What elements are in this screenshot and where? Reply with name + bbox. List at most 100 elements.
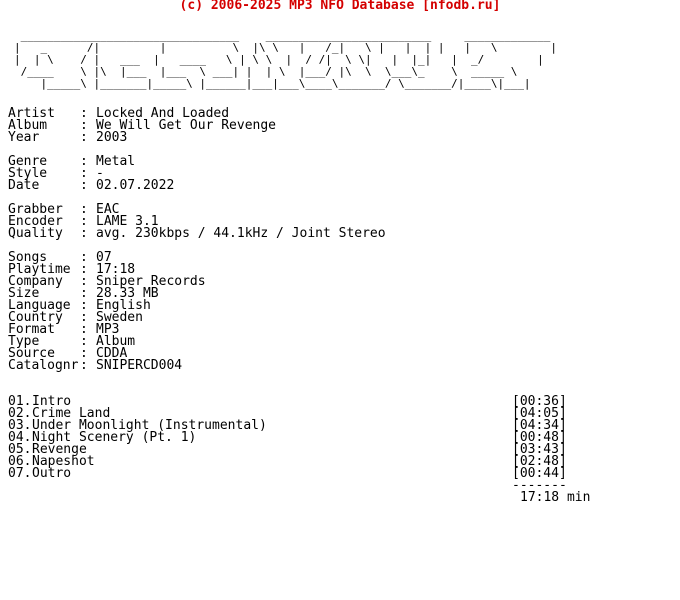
info-row-artist: Artist:Locked And Loaded — [8, 106, 668, 121]
track-number: 06. — [8, 454, 32, 469]
track-duration: [00:48] — [512, 430, 567, 445]
track-row: 05.Revenge[03:43] — [8, 442, 608, 457]
total-playtime: 17:18 min — [520, 490, 591, 505]
info-row-quality: Quality: avg. 230kbps / 44.1kHz / Joint S… — [8, 226, 668, 241]
info-key: Grabber — [8, 202, 63, 217]
track-duration: [04:05] — [512, 406, 567, 421]
info-value: We Will Get Our Revenge — [96, 118, 277, 133]
track-number: 03. — [8, 418, 32, 433]
info-key: Style — [8, 166, 48, 181]
info-value: MP3 — [96, 322, 120, 337]
info-value: Metal — [96, 154, 136, 169]
track-row: 07.Outro [00:44] — [8, 466, 608, 481]
info-separator: : — [80, 214, 88, 229]
info-key: Source — [8, 346, 55, 361]
track-number: 01. — [8, 394, 32, 409]
track-number: 02. — [8, 406, 32, 421]
info-row-grabber: Grabber: EAC — [8, 202, 668, 217]
info-row-source: Source: CDDA — [8, 346, 668, 361]
logo-line: /____ \ |\ |___ |___ \ ___| | | \ |___/ … — [14, 65, 518, 78]
track-title: Crime Land — [32, 406, 111, 421]
info-key: Language — [8, 298, 71, 313]
track-title: Intro — [32, 394, 72, 409]
info-separator: : — [80, 262, 88, 277]
track-row: 03.Under Moonlight (Instrumental) [04:34] — [8, 418, 608, 433]
info-row-genre: Genre: Metal — [8, 154, 668, 169]
info-separator: : — [80, 274, 88, 289]
info-row-playtime: Playtime:17:18 — [8, 262, 668, 277]
release-info: Artist:Locked And Loaded Album:We Will G… — [8, 106, 668, 373]
track-number: 05. — [8, 442, 32, 457]
info-value: LAME 3.1 — [96, 214, 159, 229]
info-key: Year — [8, 130, 40, 145]
ascii-logo: _________________________________ ______… — [14, 30, 557, 90]
track-number: 04. — [8, 430, 32, 445]
info-row-country: Country:Sweden — [8, 310, 668, 325]
info-separator: : — [80, 310, 88, 325]
info-row-language: Language: English — [8, 298, 668, 313]
info-row-album: Album:We Will Get Our Revenge — [8, 118, 668, 133]
copyright-header: (c) 2006-2025 MP3 NFO Database [nfodb.ru… — [179, 0, 501, 13]
info-row-style: Style:- — [8, 166, 668, 181]
track-title: Night Scenery (Pt. 1) — [32, 430, 197, 445]
track-duration: [00:44] — [512, 466, 567, 481]
info-key: Format — [8, 322, 55, 337]
info-key: Playtime — [8, 262, 71, 277]
info-row-encoder: Encoder:LAME 3.1 — [8, 214, 668, 229]
info-row-year: Year:2003 — [8, 130, 668, 145]
info-separator: : — [80, 298, 88, 313]
info-separator: : — [80, 346, 88, 361]
info-row-catalognr: Catalognr: SNIPERCD004 — [8, 358, 668, 373]
info-key: Catalognr — [8, 358, 79, 373]
info-row-company: Company: Sniper Records — [8, 274, 668, 289]
track-row: 04.Night Scenery (Pt. 1) [00:48] — [8, 430, 608, 445]
info-key: Songs — [8, 250, 48, 265]
track-row: 02.Crime Land [04:05] — [8, 406, 608, 421]
logo-line: |_____\ |_______|_____\ |______|___|___\… — [14, 77, 531, 90]
track-duration: [04:34] — [512, 418, 567, 433]
info-row-date: Date:02.07.2022 — [8, 178, 668, 193]
info-key: Size — [8, 286, 40, 301]
info-key: Date — [8, 178, 40, 193]
info-value: 02.07.2022 — [96, 178, 175, 193]
info-separator: : — [80, 226, 88, 241]
info-separator: : — [80, 334, 88, 349]
info-key: Type — [8, 334, 40, 349]
info-value: 07 — [96, 250, 112, 265]
info-key: Company — [8, 274, 63, 289]
logo-line: | | \ / | ___ | ____ \ | \ \ | / /| \ \|… — [14, 53, 544, 66]
info-separator: : — [80, 286, 88, 301]
info-key: Country — [8, 310, 63, 325]
info-value: avg. 230kbps / 44.1kHz / Joint Stereo — [96, 226, 386, 241]
info-separator: : — [80, 130, 88, 145]
info-separator: : — [80, 154, 88, 169]
track-title: Napeshot — [32, 454, 95, 469]
info-separator: : — [80, 106, 88, 121]
info-separator: : — [80, 250, 88, 265]
info-key: Genre — [8, 154, 48, 169]
track-title: Outro — [32, 466, 72, 481]
track-row: 06.Napeshot[02:48] — [8, 454, 608, 469]
info-key: Quality — [8, 226, 63, 241]
logo-line: _________________________________ ______… — [14, 29, 551, 42]
info-separator: : — [80, 202, 88, 217]
info-value: CDDA — [96, 346, 128, 361]
info-separator: : — [80, 322, 88, 337]
total-rule: ------- — [512, 478, 567, 493]
info-row-size: Size:28.33 MB — [8, 286, 668, 301]
info-key: Album — [8, 118, 48, 133]
track-number: 07. — [8, 466, 32, 481]
info-value: Sniper Records — [96, 274, 206, 289]
info-value: 17:18 — [96, 262, 136, 277]
info-separator: : — [80, 358, 88, 373]
track-row: 01.Intro[00:36] — [8, 394, 608, 409]
logo-line: | _ /| | \ |\ \ | /_| \ | | | | | \ | — [14, 41, 558, 54]
info-value: 2003 — [96, 130, 128, 145]
info-value: EAC — [96, 202, 120, 217]
info-value: SNIPERCD004 — [96, 358, 183, 373]
info-value: English — [96, 298, 151, 313]
track-duration: [03:43] — [512, 442, 567, 457]
info-value: - — [96, 166, 104, 181]
track-title: Under Moonlight (Instrumental) — [32, 418, 267, 433]
